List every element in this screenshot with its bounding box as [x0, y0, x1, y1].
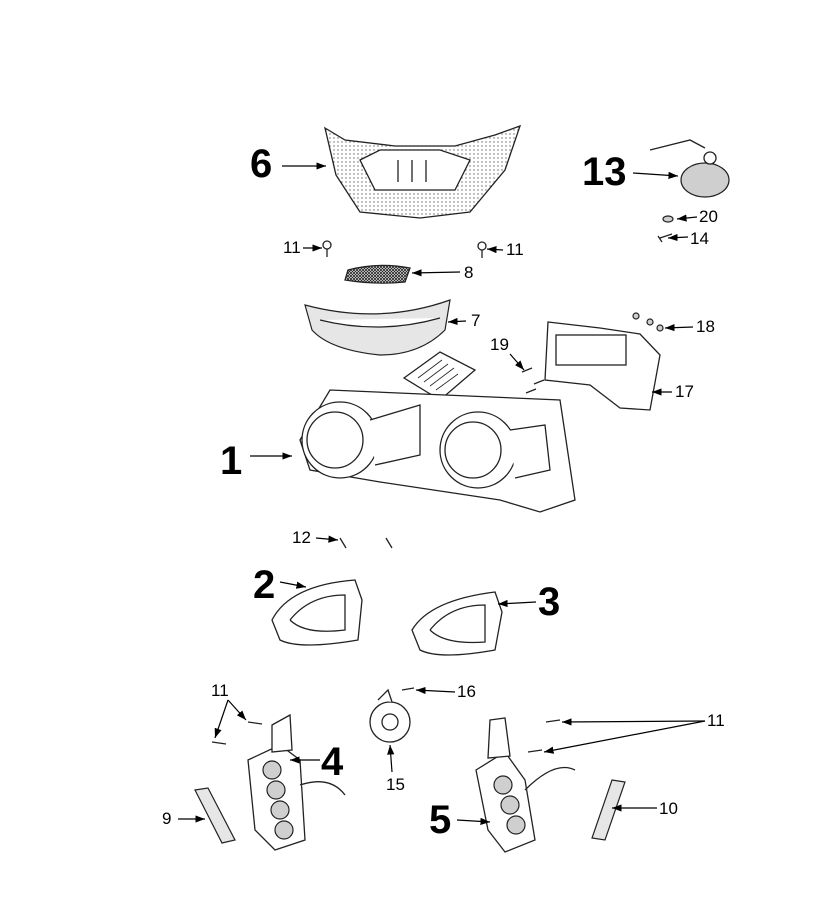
part-19-screws	[521, 367, 545, 394]
callout-18: 18	[696, 317, 715, 336]
part-3-lens-right	[411, 591, 503, 656]
callout-10: 10	[659, 799, 678, 818]
callout-11: 11	[707, 711, 725, 730]
part-11-screw	[527, 719, 561, 753]
callout-6: 6	[250, 142, 272, 186]
callout-4: 4	[321, 740, 344, 784]
part-17-bracket	[544, 321, 661, 411]
callout-3: 3	[538, 580, 560, 624]
callout-15: 15	[386, 775, 405, 794]
callout-14: 14	[690, 229, 709, 248]
callout-20: 20	[699, 207, 718, 226]
callout-16: 16	[457, 682, 476, 701]
callout-12: 12	[292, 528, 311, 547]
part-12-screws	[339, 537, 393, 549]
part-7-inner-panel	[304, 299, 451, 356]
callout-7: 7	[471, 311, 480, 330]
part-9-reflector	[194, 787, 236, 844]
part-13-lamp	[649, 139, 730, 198]
part-11-screw	[211, 721, 263, 745]
callout-2: 2	[253, 563, 275, 607]
callout-13: 13	[582, 150, 627, 194]
part-1-headlight-assembly	[299, 389, 576, 513]
callout-11: 11	[211, 681, 229, 700]
part-6-front-cover	[324, 124, 522, 219]
callout-5: 5	[429, 798, 451, 842]
part-ballast	[402, 351, 477, 401]
part-20-screw	[662, 215, 674, 223]
part-18-screws	[632, 312, 664, 332]
callout-1: 1	[220, 439, 242, 483]
callout-8: 8	[464, 263, 473, 282]
part-8-grille	[344, 264, 411, 284]
part-11-screw	[322, 240, 332, 257]
callout-11: 11	[283, 238, 301, 257]
callout-9: 9	[162, 809, 171, 828]
callout-19: 19	[490, 335, 509, 354]
part-2-lens-left	[271, 579, 363, 646]
leader-arrows	[178, 162, 706, 826]
callout-17: 17	[675, 382, 694, 401]
part-10-reflector	[591, 779, 626, 841]
part-16-screw	[401, 687, 415, 691]
part-4-left-signal	[247, 713, 346, 851]
callout-11: 11	[506, 240, 524, 259]
part-11-screw	[477, 241, 487, 258]
part-5-right-signal	[475, 717, 576, 853]
part-15-horn	[369, 688, 411, 743]
